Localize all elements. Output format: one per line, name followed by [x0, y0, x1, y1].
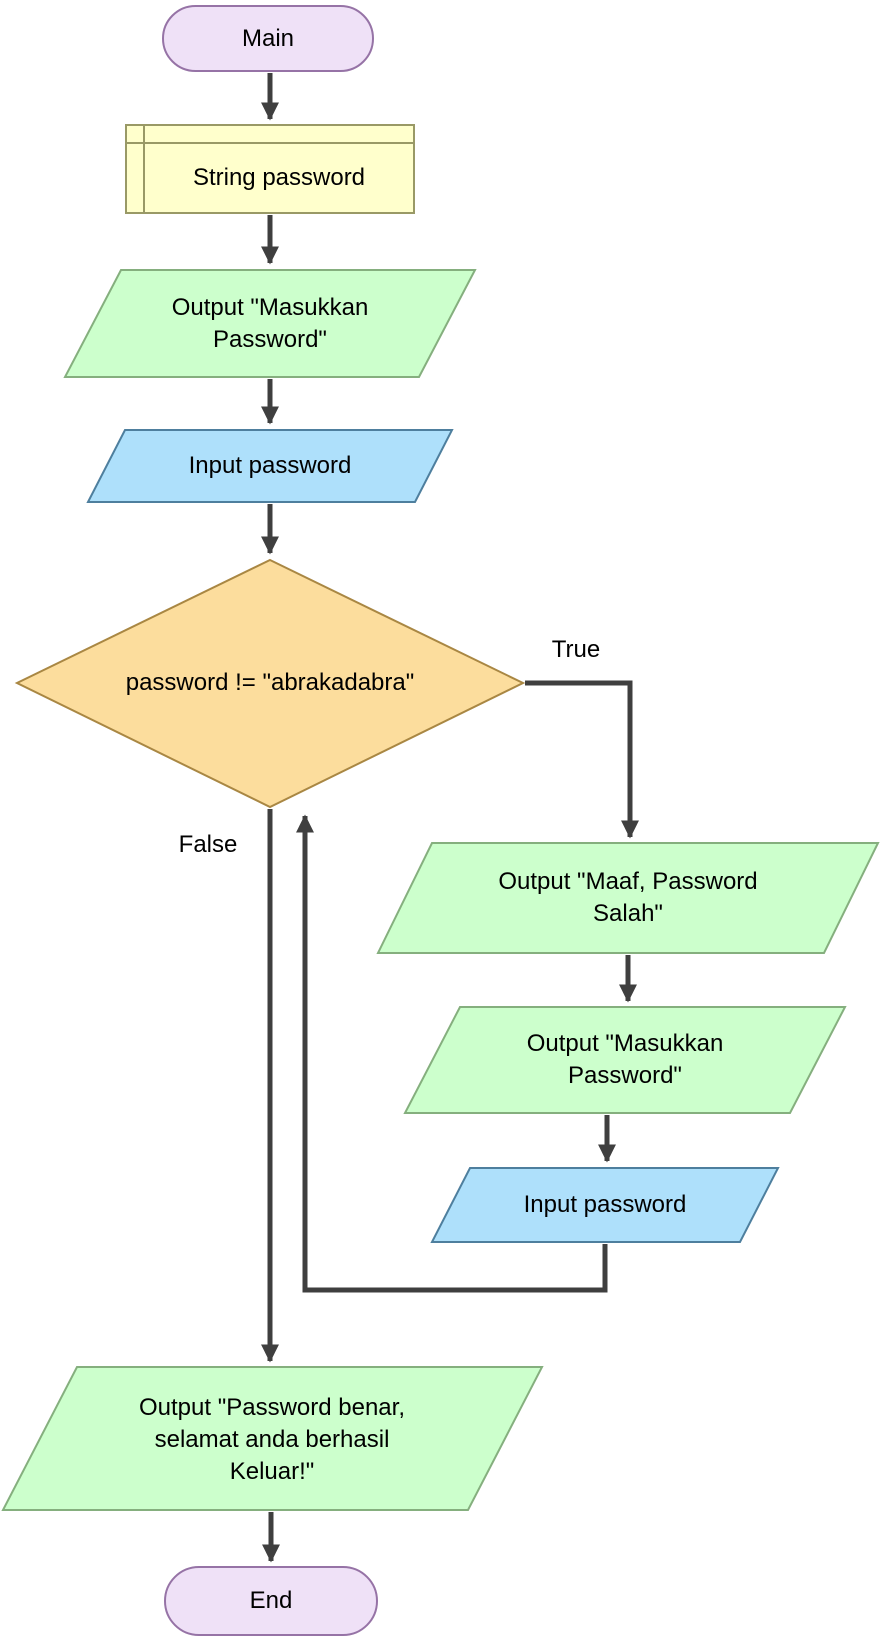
node-label-declare-password: String password — [192, 164, 366, 191]
output-benar-shape — [1, 1366, 544, 1511]
node-label-output-benar: Output "Password benar, selamat anda ber… — [138, 1393, 405, 1485]
node-label-input-password-2: Input password — [523, 1191, 687, 1218]
node-label-input-password-1: Input password — [188, 452, 352, 479]
input-password-1-shape — [86, 429, 454, 503]
node-label-end: End — [249, 1587, 293, 1614]
node-label-check-password: password != "abrakadabra" — [125, 669, 415, 696]
edge-loopback — [296, 814, 608, 1293]
branch-label-false: False — [178, 831, 238, 858]
declaration-shape — [125, 124, 415, 214]
declaration-inner-lines — [126, 125, 414, 213]
decision-shape — [14, 558, 526, 809]
output-masukkan-1-shape — [63, 269, 477, 378]
terminator-main-shape — [162, 5, 374, 72]
edges — [261, 73, 639, 1563]
node-label-output-maaf: Output "Maaf, Password Salah" — [498, 868, 758, 927]
node-label-main: Main — [241, 24, 295, 52]
node-label-output-masukkan-1: Output "Masukkan Password" — [171, 293, 369, 353]
output-masukkan-2-shape — [403, 1006, 847, 1114]
input-password-2-shape — [430, 1167, 780, 1243]
node-label-output-masukkan-2: Output "Masukkan Password" — [526, 1030, 724, 1089]
edge-decision-true — [525, 680, 639, 839]
branch-label-true: True — [551, 636, 601, 663]
output-maaf-shape — [376, 842, 880, 954]
nodes — [1, 5, 880, 1636]
terminator-end-shape — [164, 1566, 378, 1636]
